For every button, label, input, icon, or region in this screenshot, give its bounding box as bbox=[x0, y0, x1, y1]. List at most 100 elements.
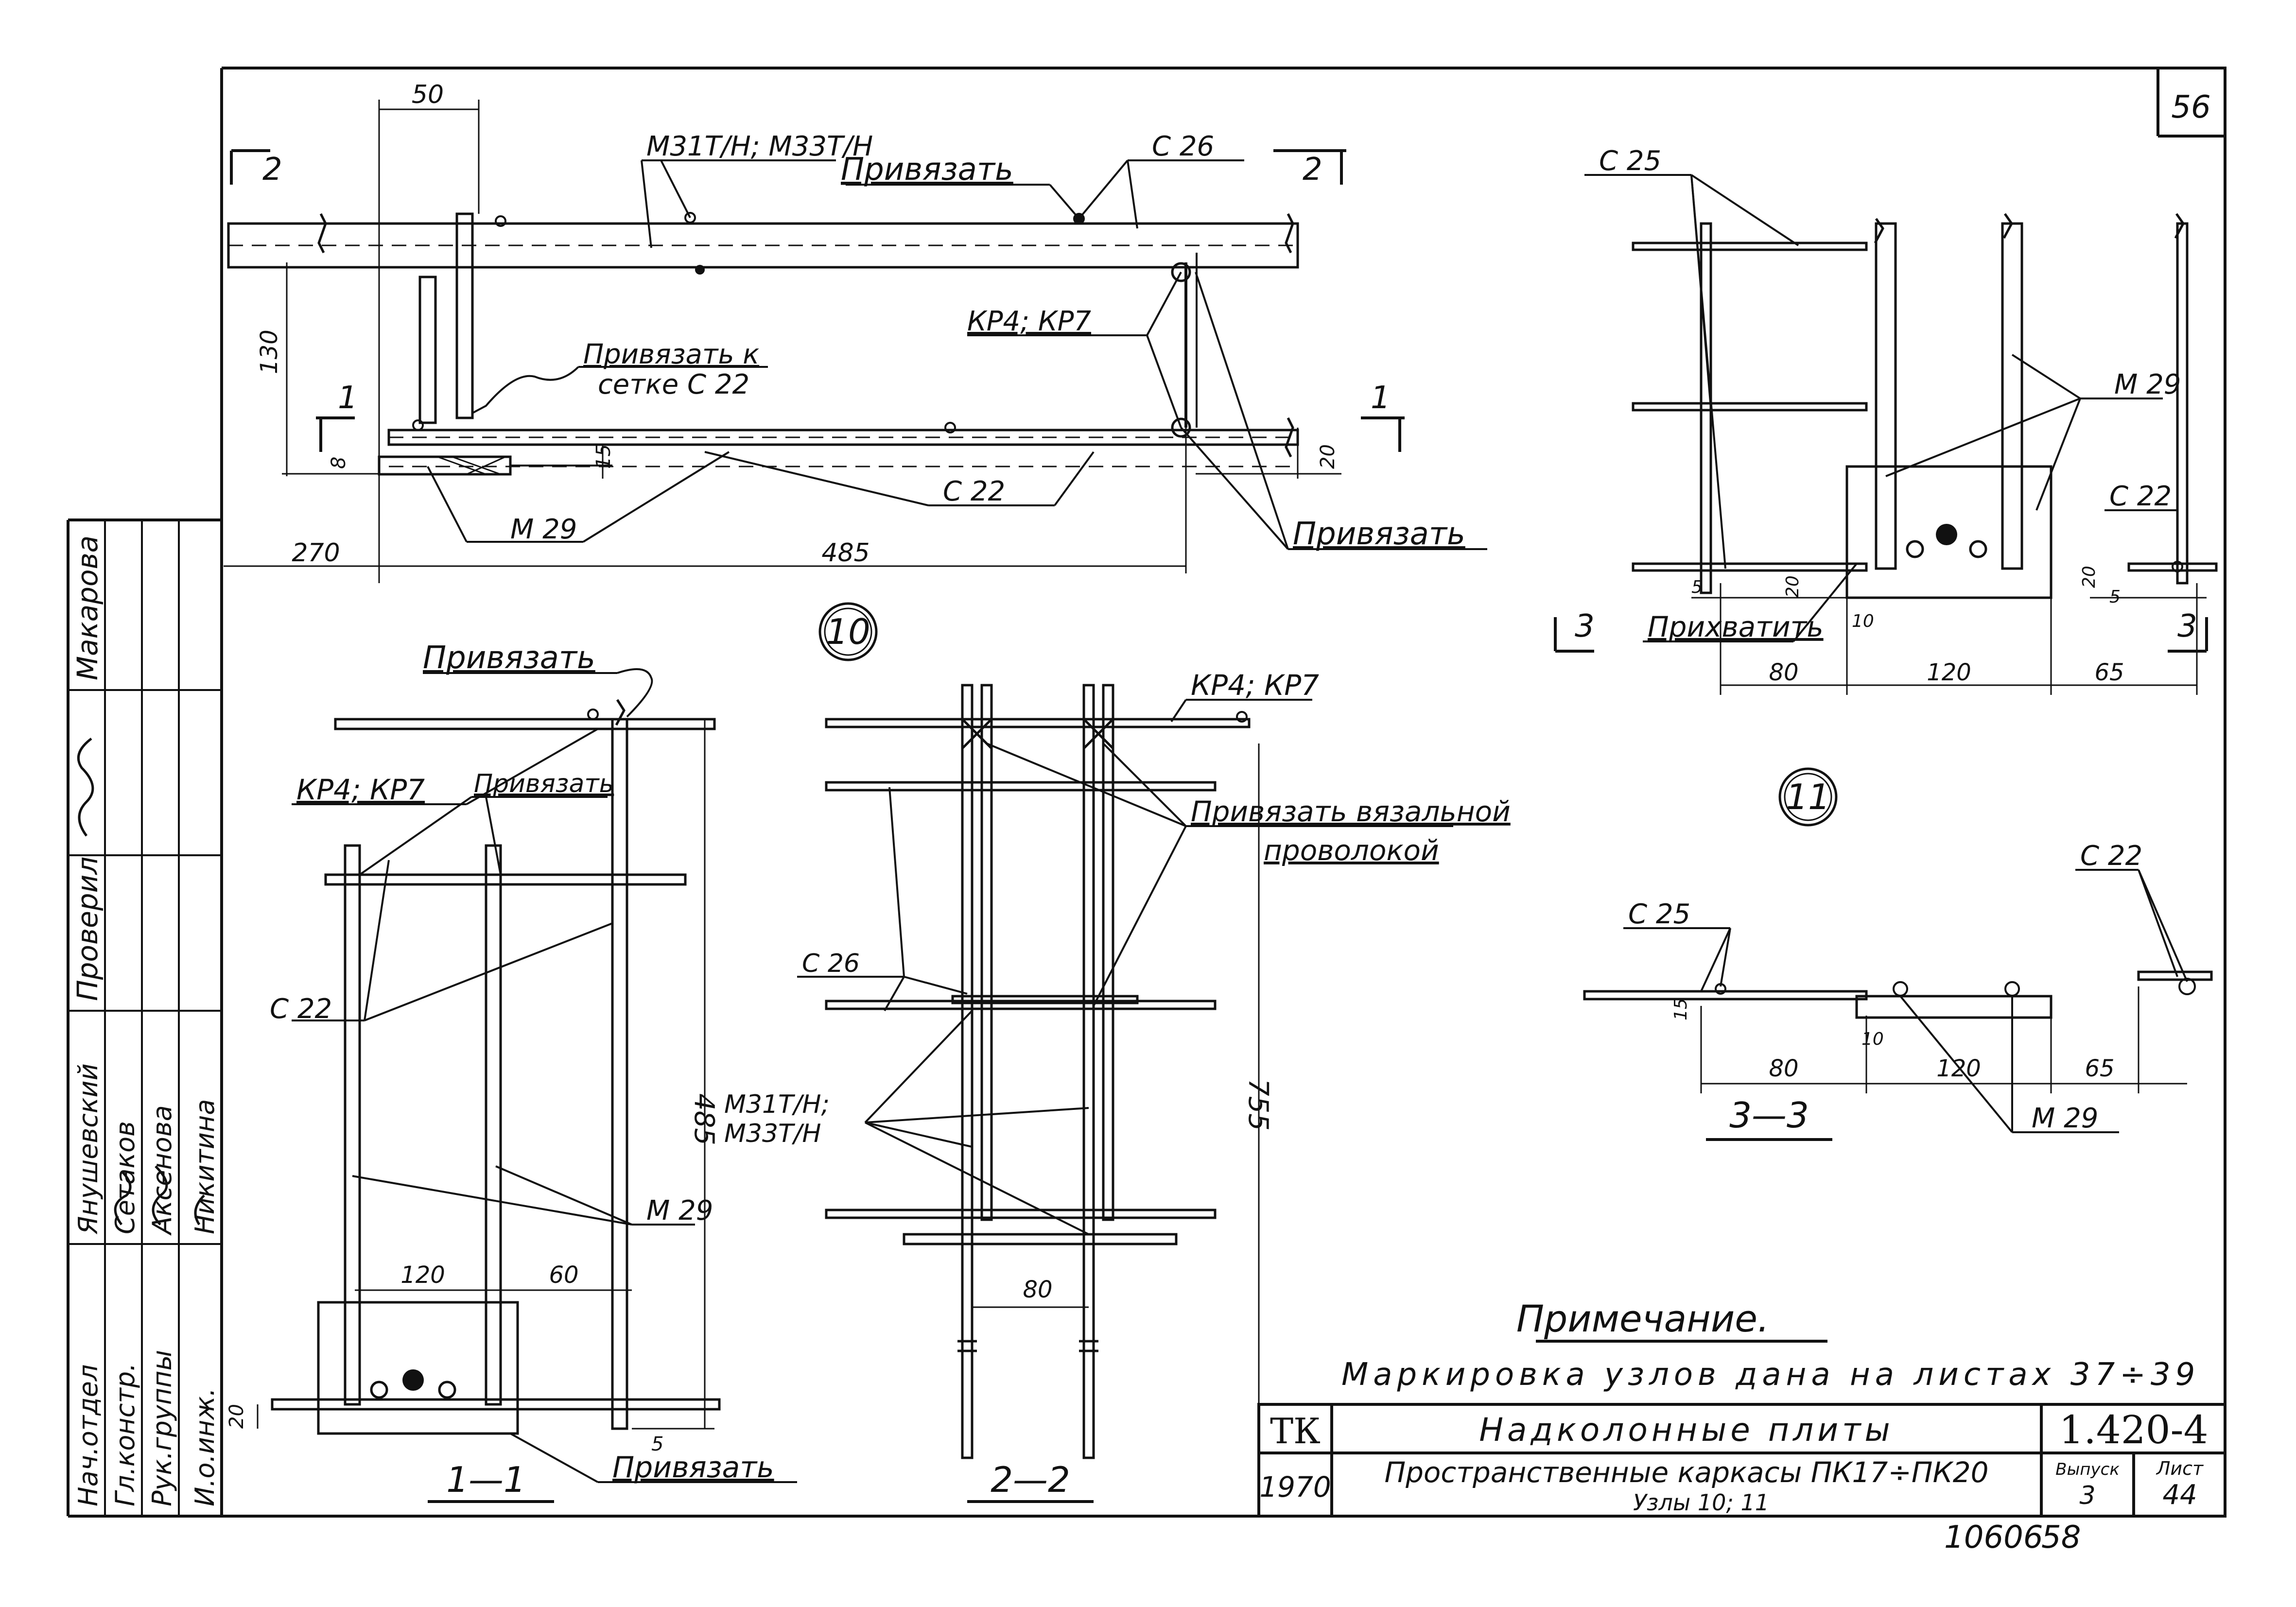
node-10-number: 10 bbox=[826, 611, 870, 652]
signature-marks bbox=[77, 738, 205, 1226]
s11-dim-60: 60 bbox=[549, 1261, 578, 1289]
label-m29: М 29 bbox=[510, 514, 577, 545]
stamp-checker: Макарова bbox=[71, 536, 104, 680]
s11-c22: С 22 bbox=[270, 993, 332, 1025]
note: Примечание. Маркировка узлов дана на лис… bbox=[1341, 1297, 2200, 1393]
s22-dim-80: 80 bbox=[1023, 1276, 1052, 1303]
s22-wire-a: Привязать вязальной bbox=[1191, 795, 1511, 828]
n11-cut-left: 3 bbox=[1575, 608, 1595, 644]
cut-1-right: 1 bbox=[1371, 380, 1391, 416]
n11-tack: Прихватить bbox=[1648, 610, 1824, 643]
s33-dim-10: 10 bbox=[1861, 1029, 1884, 1049]
tb-issue-label: Выпуск bbox=[2055, 1460, 2120, 1479]
s33-c25: С 25 bbox=[1628, 899, 1690, 930]
section-3-3: 15 10 80 120 65 С 25 С 22 М 29 3—3 bbox=[1583, 840, 2213, 1141]
stamp-role-0: Нач.отдел bbox=[73, 1365, 104, 1506]
s11-title: 1—1 bbox=[446, 1459, 526, 1500]
n11-dim-80: 80 bbox=[1769, 659, 1798, 686]
stamp-name-2: Аксенова bbox=[147, 1105, 177, 1236]
n11-dim-10: 10 bbox=[1852, 611, 1874, 631]
tb-subtitle-2: Узлы 10; 11 bbox=[1633, 1489, 1769, 1516]
n11-dim-5b: 5 bbox=[2109, 587, 2121, 607]
label-c26: С 26 bbox=[1152, 131, 1214, 162]
s22-title: 2—2 bbox=[991, 1459, 1070, 1500]
archive-number: 10606 bbox=[1944, 1520, 2043, 1555]
tb-issue: 3 bbox=[2079, 1481, 2095, 1510]
n11-dim-120: 120 bbox=[1927, 659, 1971, 686]
tb-year: 1970 bbox=[1259, 1470, 1331, 1503]
label-tie-c22-b: сетке С 22 bbox=[598, 369, 749, 400]
side-stamp: Нач.отдел Гл.констр. Рук.группы И.о.инж.… bbox=[68, 520, 222, 1516]
s22-wire-b: проволокой bbox=[1264, 834, 1439, 867]
s11-kr: КР4; КР7 bbox=[296, 773, 425, 806]
node-10-plan: 50 130 8 15 20 270 485 bbox=[224, 80, 1487, 661]
label-kr: КР4; КР7 bbox=[967, 306, 1091, 337]
tb-series: 1.420-4 bbox=[2059, 1407, 2209, 1452]
label-tie: Привязать bbox=[841, 152, 1013, 188]
label-tie-c22-a: Привязать к bbox=[583, 339, 759, 370]
archive-page: 58 bbox=[2041, 1520, 2081, 1555]
cut-1-left: 1 bbox=[338, 380, 358, 416]
dim-130: 130 bbox=[256, 329, 283, 374]
s33-dim-65: 65 bbox=[2085, 1055, 2114, 1082]
s22-m31-b: М33Т/Н bbox=[724, 1119, 821, 1148]
tb-code: ТК bbox=[1270, 1411, 1321, 1451]
cut-2-left: 2 bbox=[262, 152, 282, 188]
s33-dim-15: 15 bbox=[1671, 998, 1691, 1020]
tb-sheet-label: Лист bbox=[2156, 1458, 2204, 1479]
tb-name: Надколонные плиты bbox=[1479, 1411, 1894, 1449]
tb-sheet: 44 bbox=[2162, 1479, 2197, 1511]
n11-c25: С 25 bbox=[1599, 145, 1661, 177]
stamp-role-2: Рук.группы bbox=[147, 1350, 177, 1506]
dim-270: 270 bbox=[292, 538, 340, 568]
note-text: Маркировка узлов дана на листах 37÷39 bbox=[1341, 1357, 2200, 1393]
sheet-frame bbox=[67, 67, 2226, 1518]
n11-dim-20a: 20 bbox=[1783, 575, 1803, 598]
s33-c22: С 22 bbox=[2080, 840, 2142, 872]
section-1-1: 485 120 60 20 5 Привязать КР4; КР7 Привя… bbox=[226, 640, 797, 1503]
n11-dim-5a: 5 bbox=[1691, 577, 1703, 597]
s22-m31-a: М31Т/Н; bbox=[724, 1090, 830, 1119]
stamp-role-3: И.о.инж. bbox=[190, 1388, 220, 1506]
s11-dim-120: 120 bbox=[400, 1261, 445, 1289]
s22-kr: КР4; КР7 bbox=[1191, 669, 1319, 702]
s11-tie-top: Привязать bbox=[423, 640, 595, 676]
s11-dim-5: 5 bbox=[651, 1433, 663, 1455]
dim-15: 15 bbox=[592, 444, 615, 469]
dim-50: 50 bbox=[412, 80, 444, 109]
n11-m29: М 29 bbox=[2114, 369, 2181, 400]
stamp-role-1: Гл.констр. bbox=[110, 1363, 140, 1506]
s11-dim-20: 20 bbox=[226, 1404, 248, 1429]
s11-m29: М 29 bbox=[646, 1195, 713, 1227]
note-title: Примечание. bbox=[1516, 1297, 1769, 1340]
s22-c26: С 26 bbox=[802, 949, 860, 978]
title-block: ТК 1970 Надколонные плиты Пространственн… bbox=[1257, 1403, 2226, 1518]
label-m31: М31Т/Н; М33Т/Н bbox=[646, 131, 873, 162]
s33-dim-80: 80 bbox=[1769, 1055, 1798, 1082]
n11-c22: С 22 bbox=[2109, 481, 2172, 512]
s11-tie-bottom: Привязать bbox=[612, 1451, 774, 1485]
cut-2-right: 2 bbox=[1303, 152, 1322, 188]
stamp-name-1: Сетаков bbox=[110, 1121, 140, 1234]
s22-dim-755: 755 bbox=[1242, 1079, 1274, 1131]
label-c22: С 22 bbox=[943, 476, 1005, 507]
node-11-number: 11 bbox=[1786, 777, 1830, 817]
n11-cut-right: 3 bbox=[2177, 608, 2197, 644]
s33-m29: М 29 bbox=[2032, 1103, 2098, 1134]
s33-title: 3—3 bbox=[1729, 1095, 1809, 1136]
stamp-name-3: Никитина bbox=[190, 1099, 220, 1234]
n11-dim-20b: 20 bbox=[2079, 566, 2099, 588]
dim-20: 20 bbox=[1317, 444, 1339, 469]
dim-485: 485 bbox=[821, 538, 870, 568]
stamp-name-0: Янушевский bbox=[73, 1063, 104, 1235]
tb-subtitle-1: Пространственные каркасы ПК17÷ПК20 bbox=[1384, 1456, 1988, 1489]
s11-tie: Привязать bbox=[474, 769, 614, 798]
dim-8: 8 bbox=[328, 457, 350, 469]
node-11-plan: 5 20 10 20 5 80 120 65 С 25 М 29 С 22 Пр… bbox=[1554, 145, 2218, 827]
n11-dim-65: 65 bbox=[2094, 659, 2124, 686]
s11-dim-485: 485 bbox=[688, 1093, 720, 1145]
stamp-checked: Проверил bbox=[71, 857, 104, 1001]
corner-number: 56 bbox=[2171, 89, 2210, 125]
label-tie2: Привязать bbox=[1293, 516, 1465, 552]
